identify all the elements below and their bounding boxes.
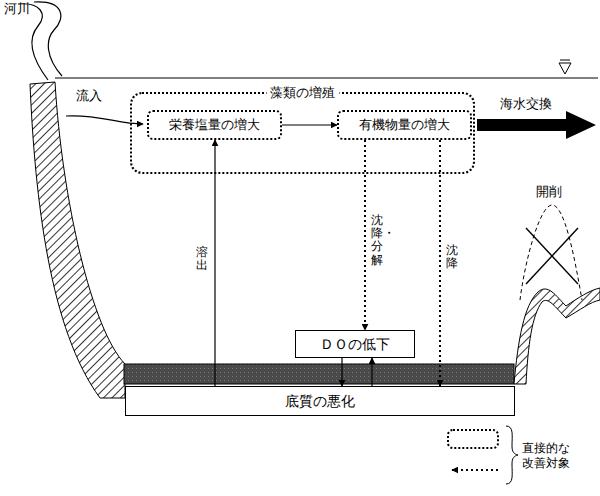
target-arrow: [439, 140, 441, 386]
cross-mark: [526, 228, 578, 284]
sill-bank: [514, 288, 600, 384]
flow-arrow: [214, 140, 215, 386]
target-arrow: [364, 140, 366, 330]
flow-arrow: [282, 124, 337, 125]
connector-layer: [215, 125, 440, 386]
process-box: 底質の悪化: [125, 386, 515, 416]
box-label: 栄養塩量の増大: [169, 117, 260, 133]
legend-box-sample: [448, 430, 498, 448]
legend-label: 直接的な改善対象: [522, 441, 574, 471]
cross-mark: [526, 228, 578, 284]
group-title: 藻類の増殖: [266, 84, 339, 102]
basin-wall: [30, 82, 125, 398]
process-box: 栄養塩量の増大: [147, 110, 282, 140]
annotation-label: 流入: [76, 88, 102, 104]
edge-label: 溶出: [196, 246, 208, 272]
box-label: 有機物量の増大: [359, 117, 450, 133]
removed-sill: [520, 205, 582, 300]
process-box: ＤＯの低下: [295, 330, 415, 358]
water-level-symbol: [560, 60, 570, 61]
edge-label: 沈降: [446, 244, 458, 270]
sediment-layer: [124, 364, 514, 384]
annotation-label: 海水交換: [500, 96, 552, 112]
box-label: ＤＯの低下: [320, 336, 390, 353]
box-label: 底質の悪化: [285, 393, 355, 410]
edge-label: 沈降・分解: [371, 214, 383, 267]
river-bank: [34, 2, 62, 76]
annotation-label: 開削: [536, 184, 562, 200]
annotation-label: 河川: [4, 1, 30, 17]
water-level-symbol: [559, 63, 571, 74]
water-line: [55, 78, 598, 79]
legend-arrow-sample: [452, 469, 498, 471]
exchange-arrow: [477, 111, 596, 139]
legend-brace: [506, 426, 518, 484]
process-box: 有機物量の増大: [337, 110, 472, 140]
flow-arrow: [341, 358, 342, 386]
flow-arrow: [371, 358, 372, 386]
group-box: 藻類の増殖栄養塩量の増大有機物量の増大: [130, 92, 475, 174]
